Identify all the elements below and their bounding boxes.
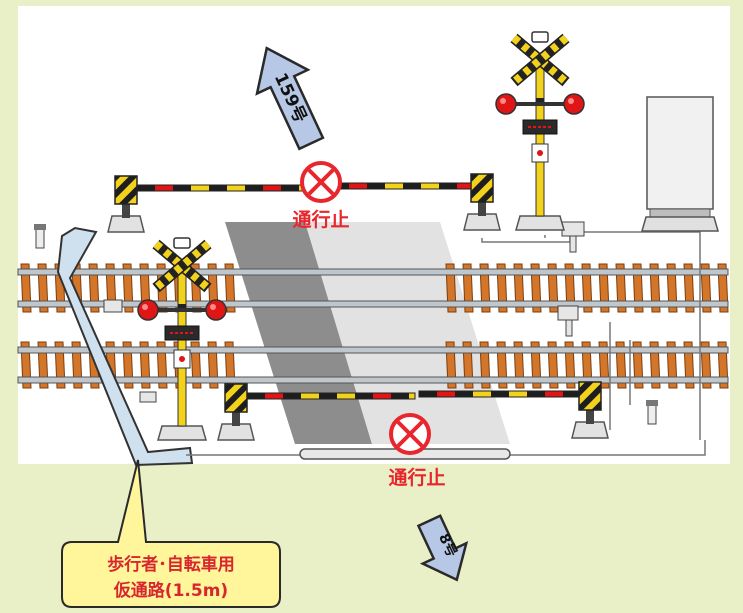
- sleeper: [20, 263, 32, 313]
- railroad-crossing-signal-icon: [495, 31, 585, 231]
- sleeper: [37, 263, 49, 313]
- detour-label-line2: 仮通路(1.5m): [113, 580, 228, 601]
- crossing-gate-arm-icon: [418, 381, 609, 439]
- rail: [17, 300, 729, 308]
- crossing-gate-arm-icon: [330, 173, 501, 231]
- closed-marker-north: 通行止: [292, 161, 350, 231]
- sleeper: [530, 263, 542, 313]
- rail: [17, 268, 729, 276]
- track-post: [34, 224, 46, 249]
- rail: [17, 376, 729, 384]
- railroad-crossing-signal-icon: [137, 237, 227, 441]
- track-post: [646, 400, 658, 425]
- crossing-road-dark: [225, 222, 372, 444]
- sleeper: [717, 263, 729, 313]
- sleeper: [445, 263, 457, 313]
- crossing-gate-arm-icon: [217, 383, 416, 441]
- closed-label-south: 通行止: [388, 466, 445, 489]
- crossing-road-light: [305, 222, 510, 444]
- north-arrow-icon: 159号: [255, 46, 325, 151]
- sleeper: [122, 263, 134, 313]
- sleeper: [632, 263, 644, 313]
- sleeper: [615, 263, 627, 313]
- south-arrow-icon: 8号: [416, 514, 469, 582]
- rail: [17, 346, 729, 354]
- equipment-cabinet: [641, 96, 719, 232]
- sleeper: [683, 263, 695, 313]
- closed-label-north: 通行止: [292, 208, 349, 231]
- junction-box: [103, 299, 123, 313]
- detour-temporary-path: [56, 226, 194, 467]
- sleeper: [700, 263, 712, 313]
- sleeper: [496, 263, 508, 313]
- sleeper: [513, 263, 525, 313]
- sleeper: [462, 263, 474, 313]
- junction-box: [557, 305, 579, 337]
- sleeper: [479, 263, 491, 313]
- sleeper: [88, 263, 100, 313]
- crossing-gate-arm-icon: [107, 175, 308, 233]
- sleeper: [224, 263, 236, 313]
- detour-callout: 歩行者･自転車用 仮通路(1.5m): [61, 459, 281, 608]
- junction-box: [139, 391, 157, 403]
- sleeper: [649, 263, 661, 313]
- detour-label-line1: 歩行者･自転車用: [107, 554, 235, 575]
- sleeper: [598, 263, 610, 313]
- sleeper: [581, 263, 593, 313]
- sleeper: [666, 263, 678, 313]
- closed-marker-south: 通行止: [388, 413, 446, 489]
